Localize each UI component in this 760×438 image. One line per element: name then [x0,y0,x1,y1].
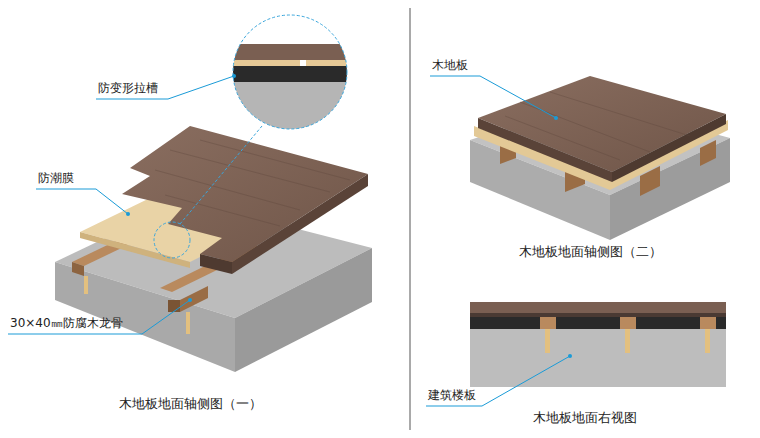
illustration-part [700,317,716,329]
illustration-part [155,140,350,226]
illustration-part [188,298,192,302]
illustration-part [233,15,347,129]
illustration-part [230,60,350,66]
illustration-part [230,82,350,132]
illustration-part [554,116,558,120]
illustration-part [550,92,690,136]
illustration-part [470,317,726,329]
part-label: 防潮膜 [38,171,74,186]
illustration-part [478,118,612,182]
illustration-part [478,76,726,172]
illustration-part [230,14,350,132]
figure-caption: 木地板地面轴侧图（一） [119,396,262,412]
illustration-part [186,312,190,334]
illustration-part [300,60,306,66]
illustration-part [72,262,84,276]
illustration-part [505,116,620,160]
figure-caption: 木地板地面轴侧图（二） [519,244,662,260]
leader-lines [8,76,570,406]
part-label: 30×40㎜防腐木龙骨 [10,316,123,331]
illustration-part [230,44,350,60]
illustration-part [470,302,726,313]
illustration-part [426,356,570,406]
illustration-part [430,76,556,118]
illustration-part [620,317,636,329]
part-label: 建筑楼板 [428,388,476,403]
illustration-part [520,102,650,152]
part-label: 木地板 [432,58,468,73]
side-view [470,302,726,387]
illustration-part [505,92,690,160]
illustration-part [36,189,128,214]
illustration-part [165,195,280,226]
illustration-part [705,329,710,353]
illustration-part [232,174,368,274]
illustration-part [126,212,130,216]
illustration-part [8,300,190,334]
illustration-part [200,254,232,274]
illustration-part [625,329,630,353]
illustration-part [155,170,300,210]
part-label: 防变形拉槽 [98,81,158,96]
illustration-part [540,317,556,329]
illustration-part [180,126,262,224]
illustration-part [200,140,350,180]
illustration-part [84,276,88,294]
illustration-part [170,150,330,192]
illustration-part [96,76,234,99]
illustration-part [122,126,368,262]
illustration-part [545,329,550,353]
illustration-part [168,300,180,312]
figure-caption: 木地板地面右视图 [533,410,637,426]
illustration-part [612,114,726,182]
right-iso-view [470,76,730,240]
illustration-part [470,313,726,317]
illustration-part [232,74,236,78]
illustration-part [154,222,190,258]
illustration-part [230,14,350,44]
illustration-part [80,232,190,268]
illustration-part [235,248,372,372]
illustration-part [470,329,726,387]
divider-line [410,8,411,430]
illustration-part [568,354,572,358]
illustration-part [230,66,350,82]
illustration-part [180,286,208,312]
leader-dots [126,74,572,358]
illustration-part [700,140,716,166]
